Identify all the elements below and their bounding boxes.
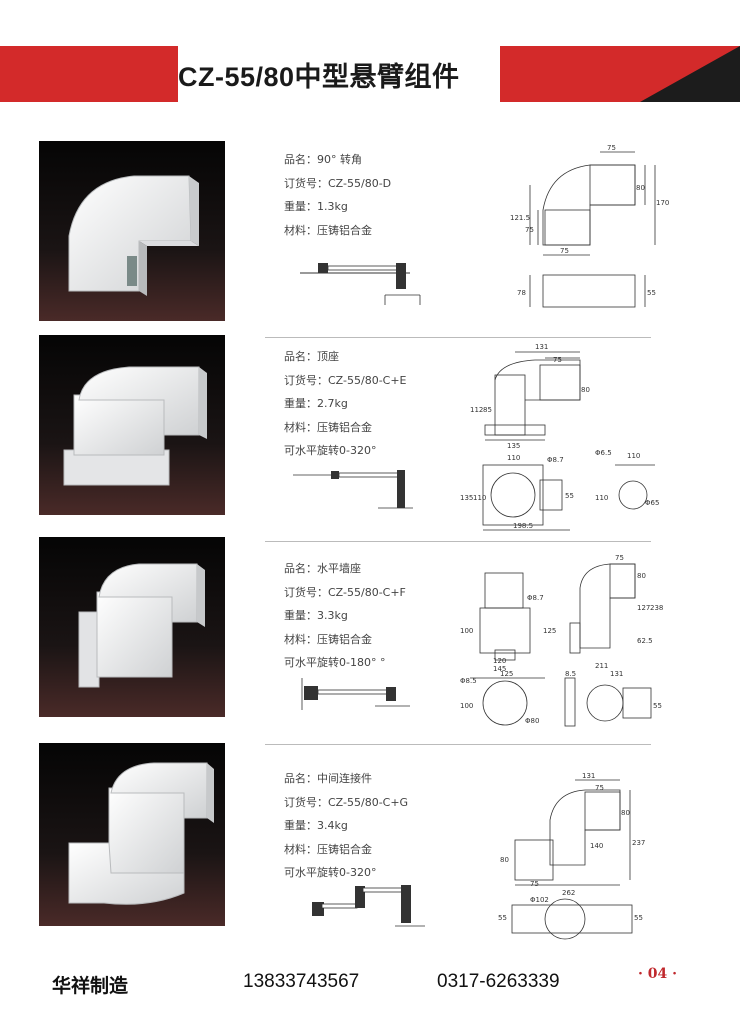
product-name: 品名：90° 转角 bbox=[284, 153, 362, 166]
dim-label: 55 bbox=[565, 492, 574, 500]
dim-label: 121.5 bbox=[510, 214, 530, 222]
product-order-number: 订货号：CZ-55/80-C+G bbox=[284, 795, 409, 809]
office-phone: 0317-6263339 bbox=[437, 971, 560, 992]
dim-label: 8.5 bbox=[565, 670, 576, 678]
dim-label: 55 bbox=[634, 914, 643, 922]
product-material: 材料：压铸铝合金 bbox=[284, 632, 372, 646]
dim-label: 127 bbox=[637, 604, 650, 612]
dim-label: 120 bbox=[493, 657, 506, 665]
mobile-phone: 13833743567 bbox=[243, 971, 360, 992]
product-material: 材料：压铸铝合金 bbox=[284, 420, 372, 434]
product-specs-2: 品名：顶座 订货号：CZ-55/80-C+E 重量：2.7kg 材料：压铸铝合金… bbox=[284, 345, 407, 463]
dim-label: 75 bbox=[615, 554, 624, 562]
product-photo-wall-mount bbox=[39, 537, 225, 717]
dim-label: Φ102 bbox=[530, 896, 549, 904]
section-divider bbox=[265, 541, 651, 542]
product-weight: 重量：1.3kg bbox=[284, 200, 348, 214]
dim-label: 135 bbox=[460, 494, 473, 502]
arm-sketch-1 bbox=[300, 263, 421, 305]
technical-drawing-3: 75 80 Φ8.7 100 125 127 238 62.5 120 145 … bbox=[460, 554, 663, 727]
product-weight: 重量：2.7kg bbox=[284, 397, 348, 411]
dim-label: 80 bbox=[581, 386, 590, 394]
technical-drawing-1: 75 80 170 121.5 75 75 78 55 bbox=[510, 144, 669, 308]
product-rotation: 可水平旋转0-180° ° bbox=[284, 656, 386, 670]
dim-label: 262 bbox=[562, 889, 575, 897]
dim-label: 78 bbox=[517, 289, 526, 297]
dim-label: 125 bbox=[543, 627, 556, 635]
dim-label: 100 bbox=[460, 627, 473, 635]
dim-label: 211 bbox=[595, 662, 608, 670]
product-order-number: 订货号：CZ-55/80-C+E bbox=[284, 373, 407, 387]
dim-label: 238 bbox=[650, 604, 663, 612]
product-name: 品名：中间连接件 bbox=[284, 772, 372, 785]
dim-label: 80 bbox=[621, 809, 630, 817]
product-material: 材料：压铸铝合金 bbox=[284, 842, 372, 856]
page-title: CZ-55/80中型悬臂组件 bbox=[178, 62, 460, 92]
dim-label: 110 bbox=[595, 494, 608, 502]
product-photo-top-mount bbox=[39, 335, 225, 515]
product-name: 品名：顶座 bbox=[284, 350, 339, 363]
dim-label: Φ65 bbox=[645, 499, 659, 507]
product-order-number: 订货号：CZ-55/80-C+F bbox=[284, 585, 406, 599]
dim-label: 198.5 bbox=[513, 522, 533, 530]
product-weight: 重量：3.3kg bbox=[284, 609, 348, 623]
dim-label: 80 bbox=[636, 184, 645, 192]
product-photo-90-degree-elbow bbox=[39, 141, 225, 321]
arm-sketch-4 bbox=[312, 885, 425, 927]
product-rotation: 可水平旋转0-320° bbox=[284, 444, 377, 458]
dim-label: 100 bbox=[460, 702, 473, 710]
dim-label: 75 bbox=[595, 784, 604, 792]
technical-drawing-4: 131 75 80 140 237 80 75 262 Φ102 55 55 bbox=[498, 772, 645, 940]
dim-label: 131 bbox=[610, 670, 623, 678]
dim-label: 125 bbox=[500, 670, 513, 678]
dim-label: 110 bbox=[473, 494, 486, 502]
dim-label: 140 bbox=[590, 842, 603, 850]
company-name: 华祥制造 bbox=[52, 975, 129, 997]
dim-label: Φ80 bbox=[525, 717, 539, 725]
dim-label: 85 bbox=[483, 406, 492, 414]
arm-sketch-3 bbox=[301, 678, 410, 710]
dim-label: 110 bbox=[627, 452, 640, 460]
product-order-number: 订货号：CZ-55/80-D bbox=[284, 176, 392, 190]
product-material: 材料：压铸铝合金 bbox=[284, 223, 372, 237]
dim-label: 80 bbox=[637, 572, 646, 580]
dim-label: 145 bbox=[493, 665, 506, 673]
dim-label: 75 bbox=[525, 226, 534, 234]
product-specs-3: 品名：水平墙座 订货号：CZ-55/80-C+F 重量：3.3kg 材料：压铸铝… bbox=[284, 557, 406, 675]
dim-label: Φ6.5 bbox=[595, 449, 612, 457]
dim-label: 75 bbox=[560, 247, 569, 255]
product-rotation: 可水平旋转0-320° bbox=[284, 866, 377, 880]
section-divider bbox=[265, 337, 651, 338]
dim-label: 110 bbox=[507, 454, 520, 462]
dim-label: 80 bbox=[500, 856, 509, 864]
dim-label: 170 bbox=[656, 199, 669, 207]
dim-label: 62.5 bbox=[637, 637, 653, 645]
dim-label: Φ8.5 bbox=[460, 677, 477, 685]
dim-label: 131 bbox=[535, 343, 548, 351]
section-divider bbox=[265, 744, 651, 745]
dim-label: 237 bbox=[632, 839, 645, 847]
dim-label: Φ8.7 bbox=[547, 456, 564, 464]
dim-label: 55 bbox=[647, 289, 656, 297]
product-photo-middle-connector bbox=[39, 743, 225, 926]
dim-label: 55 bbox=[653, 702, 662, 710]
page-number: · 04 · bbox=[638, 966, 677, 982]
product-specs-1: 品名：90° 转角 订货号：CZ-55/80-D 重量：1.3kg 材料：压铸铝… bbox=[284, 148, 391, 242]
product-weight: 重量：3.4kg bbox=[284, 819, 348, 833]
dim-label: 75 bbox=[607, 144, 616, 152]
dim-label: 75 bbox=[530, 880, 539, 888]
dim-label: 75 bbox=[553, 356, 562, 364]
dim-label: Φ8.7 bbox=[527, 594, 544, 602]
arm-sketch-2 bbox=[293, 470, 413, 509]
header-band bbox=[0, 46, 740, 102]
product-name: 品名：水平墙座 bbox=[284, 562, 361, 575]
product-specs-4: 品名：中间连接件 订货号：CZ-55/80-C+G 重量：3.4kg 材料：压铸… bbox=[284, 767, 408, 885]
dim-label: 135 bbox=[507, 442, 520, 450]
dim-label: 55 bbox=[498, 914, 507, 922]
dim-label: 131 bbox=[582, 772, 595, 780]
technical-drawing-2: 131 75 80 112 85 135 110 Φ8.7 135 110 55… bbox=[460, 343, 659, 531]
dim-label: 112 bbox=[470, 406, 483, 414]
